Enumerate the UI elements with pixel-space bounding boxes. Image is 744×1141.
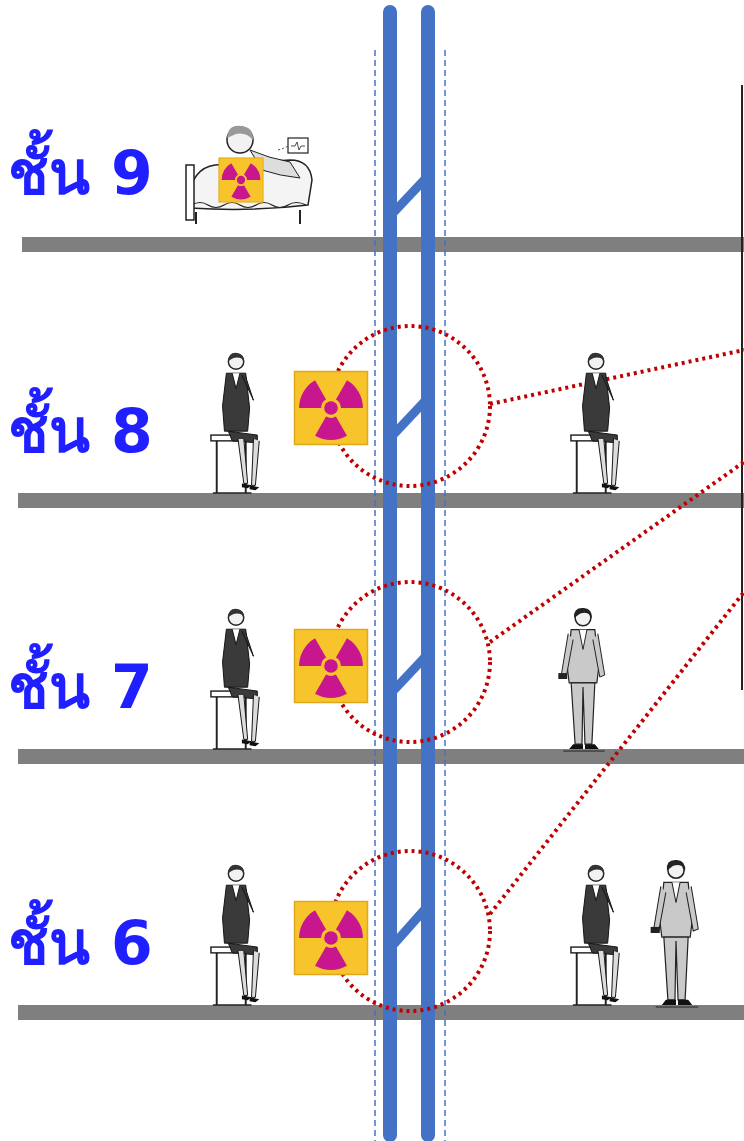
drain-pipe: [390, 12, 428, 1135]
floor-label-box: ชั้น 8: [8, 398, 153, 464]
seated-person: [571, 353, 619, 493]
leader-line: [490, 462, 744, 642]
floor-label: ชั้น 7: [8, 654, 153, 720]
floor-slab: [18, 493, 744, 508]
radiation-symbol: [295, 372, 368, 445]
exposure-zone: [330, 326, 744, 1011]
leader-line: [490, 350, 744, 404]
seated-person: [571, 865, 619, 1005]
seated-person: [211, 609, 259, 749]
floor-label-box: ชั้น 6: [8, 910, 153, 976]
seated-person: [211, 865, 259, 1005]
floor-label: ชั้น 6: [8, 910, 153, 976]
wall-line: [741, 85, 743, 690]
radiation-symbol: [295, 630, 368, 703]
standing-person: [651, 860, 699, 1007]
floor-slab: [18, 749, 744, 764]
standing-person: [558, 608, 604, 751]
radiation-symbol: [295, 902, 368, 975]
seated-person: [211, 353, 259, 493]
radiation-symbol: [219, 158, 263, 202]
floor-label: ชั้น 9: [8, 140, 153, 206]
pipe-branch: [394, 178, 426, 944]
leader-line: [490, 592, 744, 914]
patient-bed: [186, 126, 312, 224]
floor-label: ชั้น 8: [8, 398, 153, 464]
floor-slabs: [18, 237, 744, 1020]
floor-label-box: ชั้น 7: [8, 654, 153, 720]
floor-label-box: ชั้น 9: [8, 140, 153, 206]
